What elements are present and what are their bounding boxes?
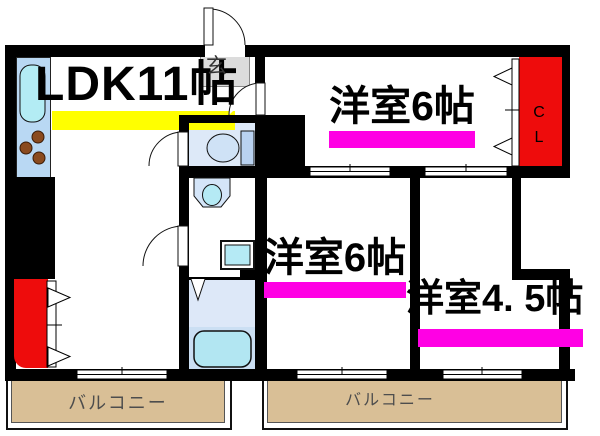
room-label-bedroom-middle: 洋室6帖 (263, 236, 407, 280)
balcony-left-floor (11, 381, 225, 423)
bathroom-floor-lower (189, 327, 255, 369)
wall-toilet-bottom (179, 166, 265, 178)
room-label-bedroom-small: 洋室4. 5帖 (406, 278, 584, 320)
wall-bath-top-line (189, 277, 240, 280)
washbasin-icon (193, 177, 231, 208)
wall-bath-top-piece (240, 269, 255, 280)
wall-bottom (5, 369, 575, 381)
closet-left-sliding-door (46, 280, 72, 368)
washroom-door-swing-icon (142, 225, 184, 267)
bedroom-small-highlight (418, 329, 583, 347)
bathroom-floor-upper (189, 278, 255, 327)
balcony-right-label: バルコニー (345, 392, 435, 409)
entrance-door-leaf-icon (203, 7, 214, 46)
wall-bedroom-divider (410, 178, 420, 369)
wall-notch-vertical (512, 178, 521, 277)
balcony-right-floor (267, 381, 562, 423)
balcony-left (6, 381, 232, 430)
closet-left (14, 279, 48, 368)
wall-center-column-right (255, 178, 267, 369)
wall-notch-horizontal (512, 269, 568, 280)
room-label-ldk: LDK11帖 (35, 58, 239, 111)
closet-cl-sliding-door (492, 58, 520, 167)
room-label-bedroom-top-right: 洋室6帖 (329, 83, 475, 129)
sliding-door-arrow-icon (47, 287, 72, 308)
wall-entrance-right (255, 45, 265, 83)
entrance-door-swing-icon (208, 8, 246, 46)
balcony-right (262, 381, 568, 430)
bedroom-middle-highlight (264, 282, 406, 298)
wall-toilet-top (179, 115, 259, 123)
wall-kitchen-block (5, 177, 55, 279)
sliding-door-arrow-icon (492, 137, 513, 156)
bedroom-door-leaf-icon (255, 82, 266, 116)
entrance-label: 玄 (206, 55, 227, 78)
closet-cl-label: CL (533, 104, 545, 146)
balcony-left-label: バルコニー (68, 393, 168, 413)
wall-right-upper (559, 45, 570, 178)
wall-center-column-left (179, 115, 189, 369)
bedroom-top-right-highlight (329, 131, 475, 148)
wall-top (5, 45, 570, 57)
sliding-door-arrow-icon (492, 67, 513, 86)
sliding-door-arrow-icon (47, 346, 72, 367)
closet-cl (519, 57, 562, 166)
wall-right-lower (559, 269, 570, 381)
washing-machine-icon (220, 240, 255, 270)
toilet-door-swing-icon (148, 131, 184, 167)
